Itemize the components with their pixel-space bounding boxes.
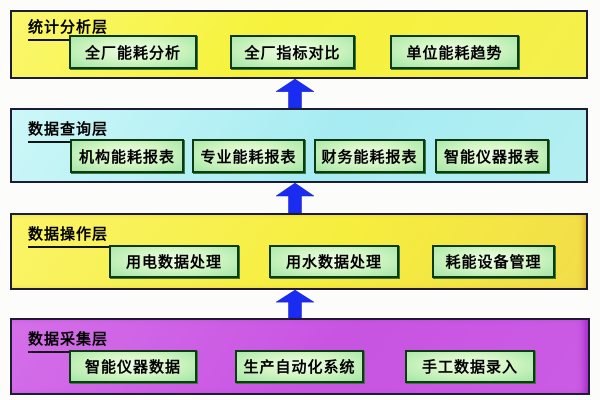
node-water-data-processing: 用水数据处理 <box>269 245 399 278</box>
node-plant-energy-analysis: 全厂能耗分析 <box>69 35 197 69</box>
node-unit-energy-trend: 单位能耗趋势 <box>390 35 519 69</box>
layer-data-operation: 数据操作层 用电数据处理 用水数据处理 耗能设备管理 <box>10 213 588 290</box>
node-smart-meter-report: 智能仪器报表 <box>435 139 549 173</box>
up-arrow-icon <box>275 290 315 318</box>
up-arrow-icon <box>275 79 315 108</box>
node-finance-energy-report: 财务能耗报表 <box>314 139 425 173</box>
up-arrow-icon <box>275 183 315 213</box>
node-org-energy-report: 机构能耗报表 <box>70 139 184 173</box>
node-energy-device-management: 耗能设备管理 <box>432 245 555 278</box>
node-smart-meter-data: 智能仪器数据 <box>69 350 197 383</box>
node-specialty-energy-report: 专业能耗报表 <box>192 139 305 173</box>
node-electricity-data-processing: 用电数据处理 <box>109 245 239 278</box>
node-production-automation-system: 生产自动化系统 <box>235 350 364 383</box>
layer-title: 数据查询层 <box>28 118 111 143</box>
layer-data-query: 数据查询层 机构能耗报表 专业能耗报表 财务能耗报表 智能仪器报表 <box>10 108 588 183</box>
node-plant-indicator-compare: 全厂指标对比 <box>230 35 355 69</box>
layer-data-collection: 数据采集层 智能仪器数据 生产自动化系统 手工数据录入 <box>10 318 590 395</box>
layer-statistical-analysis: 统计分析层 全厂能耗分析 全厂指标对比 单位能耗趋势 <box>10 10 588 79</box>
layer-title: 数据操作层 <box>28 223 111 248</box>
node-manual-data-entry: 手工数据录入 <box>405 350 535 383</box>
